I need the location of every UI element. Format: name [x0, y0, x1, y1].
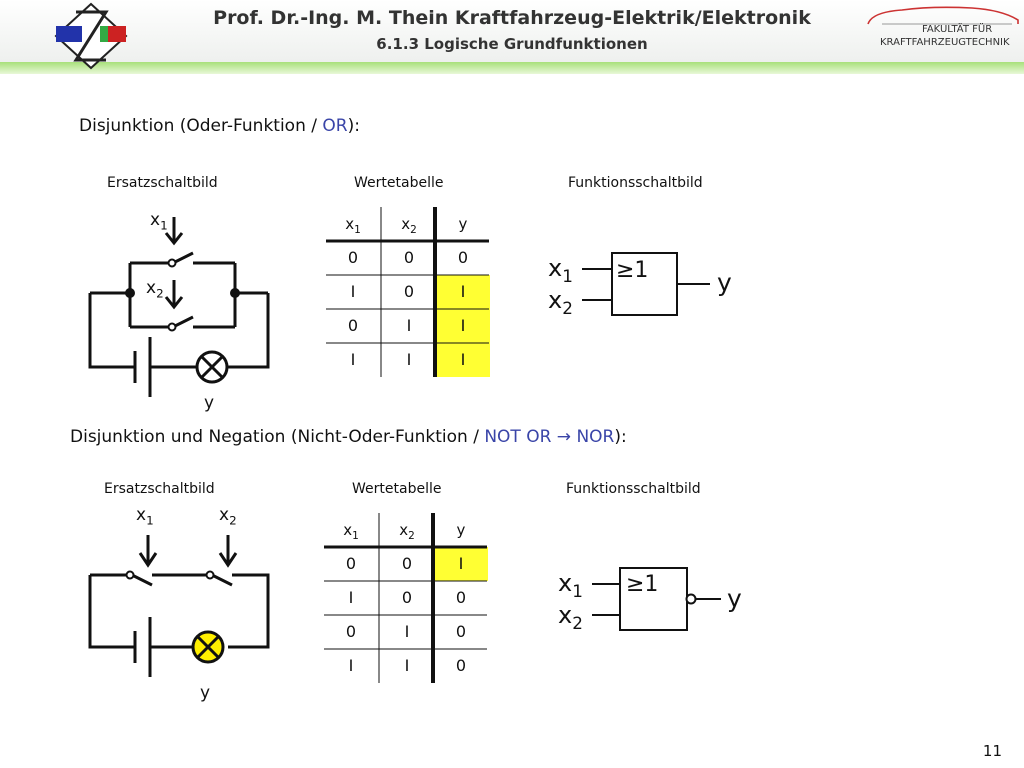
or-circuit-diagram — [88, 217, 270, 397]
table-cell: 0 — [455, 656, 467, 675]
nor-gate-label: ≥1 — [626, 572, 659, 597]
nor-gate-output-y: y — [727, 584, 742, 613]
section-title-text: Disjunktion (Oder-Funktion / — [79, 116, 323, 136]
table-cell: 0 — [347, 316, 359, 335]
table-header-y: y — [458, 215, 468, 233]
page-number: 11 — [982, 742, 1002, 760]
table-cell: 0 — [345, 554, 357, 573]
section-title-text: Disjunktion und Negation (Nicht-Oder-Fun… — [70, 427, 485, 447]
table-cell-highlighted: I — [436, 275, 490, 309]
section-title-suffix: ): — [614, 427, 627, 447]
table-cell: 0 — [401, 554, 413, 573]
header-accent-bar — [0, 62, 1024, 74]
section-title-accent: OR — [322, 116, 348, 136]
nor-circuit-x1-label: x1 — [136, 505, 154, 528]
or-truth-table: x1 x2 y 0 0 0 I 0 I 0 I I I I I — [326, 207, 491, 379]
nor-circuit-x2-label: x2 — [219, 505, 237, 528]
table-cell-highlighted: I — [436, 309, 490, 343]
slide-header — [0, 0, 1024, 62]
section-title-nor: Disjunktion und Negation (Nicht-Oder-Fun… — [70, 427, 627, 447]
nor-gate-input-x2: x2 — [558, 601, 583, 633]
lamp-off-icon — [195, 350, 229, 384]
table-header-x2: x2 — [401, 215, 417, 236]
or-circuit-y-label: y — [204, 393, 215, 413]
table-cell: 0 — [403, 248, 415, 267]
table-cell: I — [348, 588, 354, 607]
nor-gate-input-x1: x1 — [558, 569, 583, 601]
table-cell: 0 — [345, 622, 357, 641]
subhead-funktionsschaltbild: Funktionsschaltbild — [566, 481, 701, 497]
nor-gate-symbol — [592, 567, 721, 631]
or-gate-input-x2: x2 — [548, 286, 573, 318]
table-header-x1: x1 — [345, 215, 361, 236]
nor-truth-table: x1 x2 y 0 0 I I 0 0 0 I 0 I I 0 — [324, 513, 489, 685]
subhead-ersatzschaltbild: Ersatzschaltbild — [104, 481, 215, 497]
car-silhouette-icon — [867, 6, 1019, 25]
table-cell: I — [404, 656, 410, 675]
faculty-logo-line1: FAKULTÄT FÜR — [922, 24, 993, 35]
table-cell: 0 — [455, 622, 467, 641]
header-title: Prof. Dr.-Ing. M. Thein Kraftfahrzeug-El… — [213, 7, 811, 29]
table-cell: I — [350, 350, 356, 369]
nor-circuit-diagram — [88, 535, 270, 677]
subhead-funktionsschaltbild: Funktionsschaltbild — [568, 175, 703, 191]
nor-circuit-y-label: y — [200, 683, 211, 703]
or-gate-input-x1: x1 — [548, 254, 573, 286]
table-header-x2: x2 — [399, 521, 415, 542]
subhead-wertetabelle: Wertetabelle — [352, 481, 442, 497]
or-circuit-x2-label: x2 — [146, 278, 164, 301]
faculty-logo: FAKULTÄT FÜR KRAFTFAHRZEUGTECHNIK — [862, 4, 1024, 54]
table-cell: 0 — [347, 248, 359, 267]
table-cell: I — [406, 350, 412, 369]
section-title-accent: NOT OR → NOR — [484, 427, 615, 447]
table-cell: 0 — [457, 248, 469, 267]
table-cell-highlighted: I — [434, 547, 488, 581]
table-header-y: y — [456, 521, 466, 539]
or-circuit-x1-label: x1 — [150, 210, 168, 233]
subhead-wertetabelle: Wertetabelle — [354, 175, 444, 191]
table-cell: 0 — [455, 588, 467, 607]
university-logo-icon — [54, 2, 128, 70]
table-header-x1: x1 — [343, 521, 359, 542]
table-cell: 0 — [401, 588, 413, 607]
or-gate-symbol — [582, 252, 710, 316]
table-cell-highlighted: I — [436, 343, 490, 377]
table-grid-lines — [326, 207, 489, 377]
table-cell: I — [350, 282, 356, 301]
section-title-suffix: ): — [347, 116, 360, 136]
table-cell: I — [406, 316, 412, 335]
header-subtitle: 6.1.3 Logische Grundfunktionen — [376, 35, 648, 53]
table-cell: I — [348, 656, 354, 675]
faculty-logo-line2: KRAFTFAHRZEUGTECHNIK — [880, 37, 1010, 48]
or-gate-label: ≥1 — [616, 258, 649, 283]
or-gate-output-y: y — [717, 268, 732, 297]
table-cell: 0 — [403, 282, 415, 301]
table-grid-lines — [324, 513, 487, 683]
subhead-ersatzschaltbild: Ersatzschaltbild — [107, 175, 218, 191]
section-title-or: Disjunktion (Oder-Funktion / OR): — [79, 116, 360, 136]
lamp-on-icon — [191, 630, 225, 664]
table-cell: I — [404, 622, 410, 641]
